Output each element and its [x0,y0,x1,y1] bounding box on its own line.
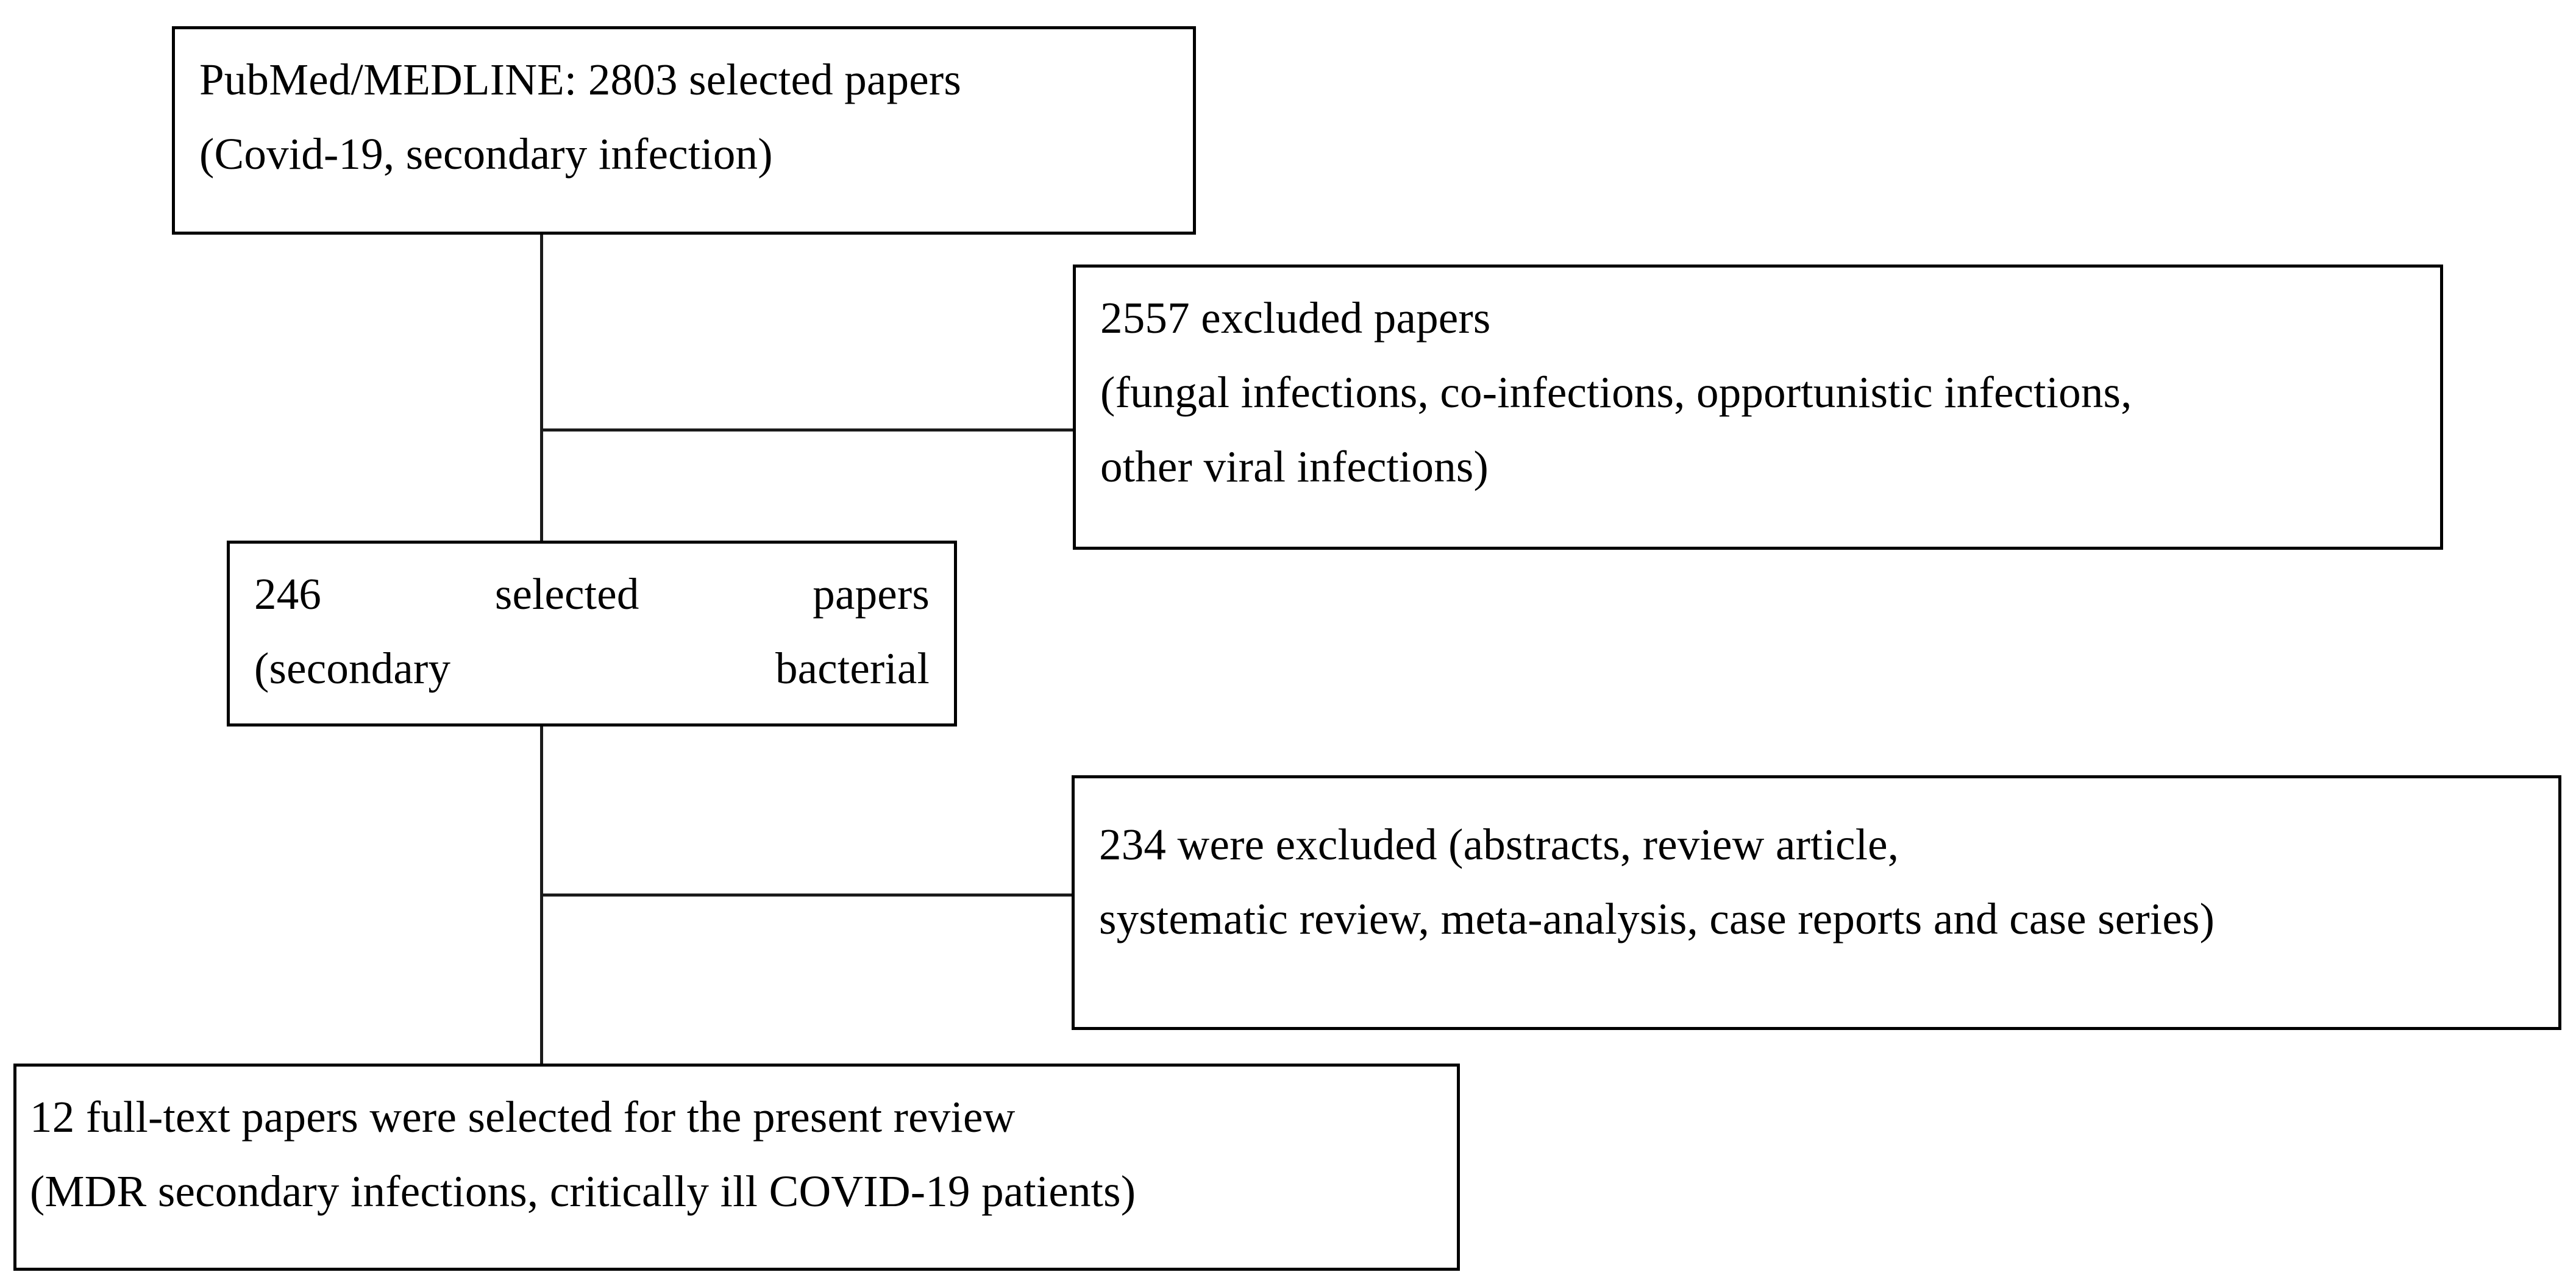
pubmed-source-box: PubMed/MEDLINE: 2803 selected papers (Co… [172,26,1196,235]
included-papers-line-1: 12 full-text papers were selected for th… [30,1092,1016,1142]
selected-papers-seg-bacterial: bacterial [775,644,930,693]
connector-branch-second-exclusion [540,893,1073,897]
first-exclusion-box: 2557 excluded papers (fungal infections,… [1073,265,2443,550]
connector-stem-upper [540,235,543,542]
selected-papers-seg-papers: papers [813,569,930,619]
selected-papers-seg-selected: selected [494,569,639,619]
included-papers-box: 12 full-text papers were selected for th… [13,1064,1460,1271]
included-papers-line-2: (MDR secondary infections, critically il… [30,1167,1136,1216]
pubmed-source-line-1: PubMed/MEDLINE: 2803 selected papers [199,55,961,104]
pubmed-source-line-2: (Covid-19, secondary infection) [199,129,773,179]
connector-branch-first-exclusion [540,428,1074,432]
selected-papers-line-1: 246 selected papers [254,557,930,631]
first-exclusion-line-3: other viral infections) [1100,442,1489,491]
selected-papers-seg-count: 246 [254,569,322,619]
second-exclusion-line-1: 234 were excluded (abstracts, review art… [1099,820,1899,869]
selected-papers-seg-secondary: (secondary [254,644,451,693]
first-exclusion-line-2: (fungal infections, co-infections, oppor… [1100,368,2132,417]
second-exclusion-line-2: systematic review, meta-analysis, case r… [1099,894,2215,943]
first-exclusion-line-1: 2557 excluded papers [1100,293,1491,343]
selected-papers-line-2: (secondary bacterial [254,631,930,706]
second-exclusion-box: 234 were excluded (abstracts, review art… [1072,775,2561,1030]
selected-papers-box: 246 selected papers (secondary bacterial [227,541,957,726]
